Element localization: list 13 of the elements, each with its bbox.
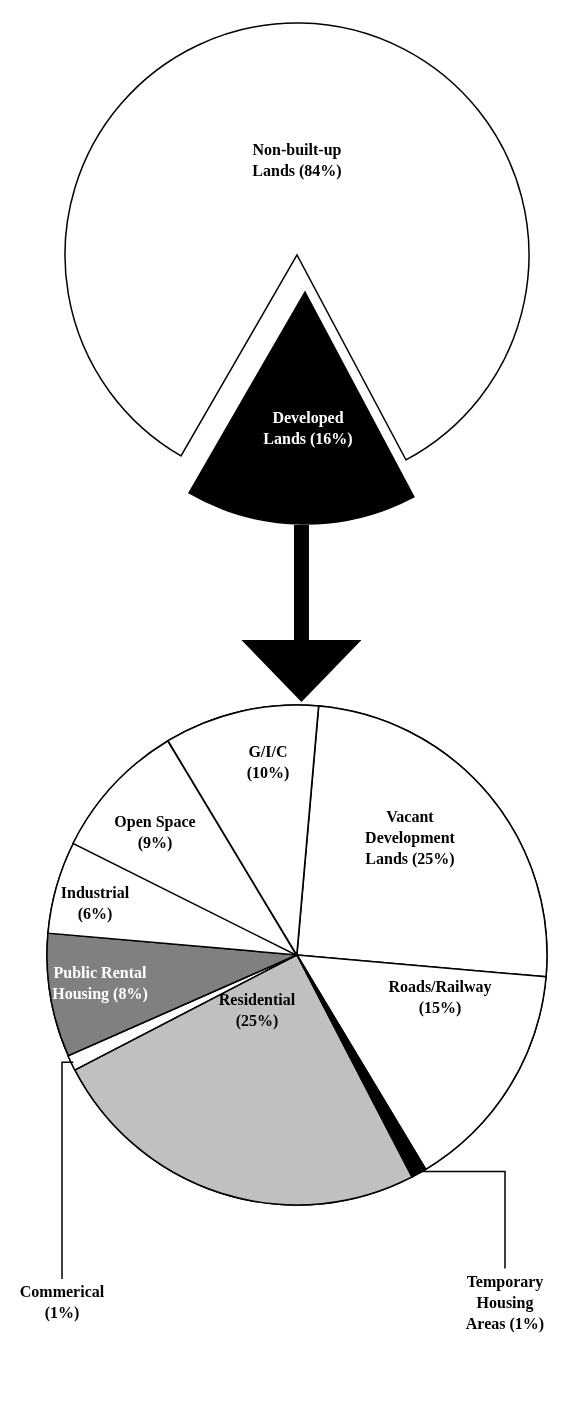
slice-label: Public Rental Housing (8%) <box>51 963 149 1004</box>
slice-label: Developed Lands (16%) <box>263 408 353 449</box>
slice-label: Industrial (6%) <box>59 883 131 924</box>
slice-label: Residential (25%) <box>217 990 297 1031</box>
slice-label: Non-built-up Lands (84%) <box>251 140 343 181</box>
arrow <box>241 525 362 702</box>
callout-label: Commerical (1%) <box>18 1282 106 1323</box>
slice-label: Roads/Railway (15%) <box>387 977 493 1018</box>
callout-label: Temporary Housing Areas (1%) <box>464 1271 546 1334</box>
leader-line <box>61 1061 75 1280</box>
slice-label: Open Space (9%) <box>113 812 197 853</box>
slice-label: Vacant Development Lands (25%) <box>364 807 456 870</box>
slice-label: G/I/C (10%) <box>245 742 291 783</box>
